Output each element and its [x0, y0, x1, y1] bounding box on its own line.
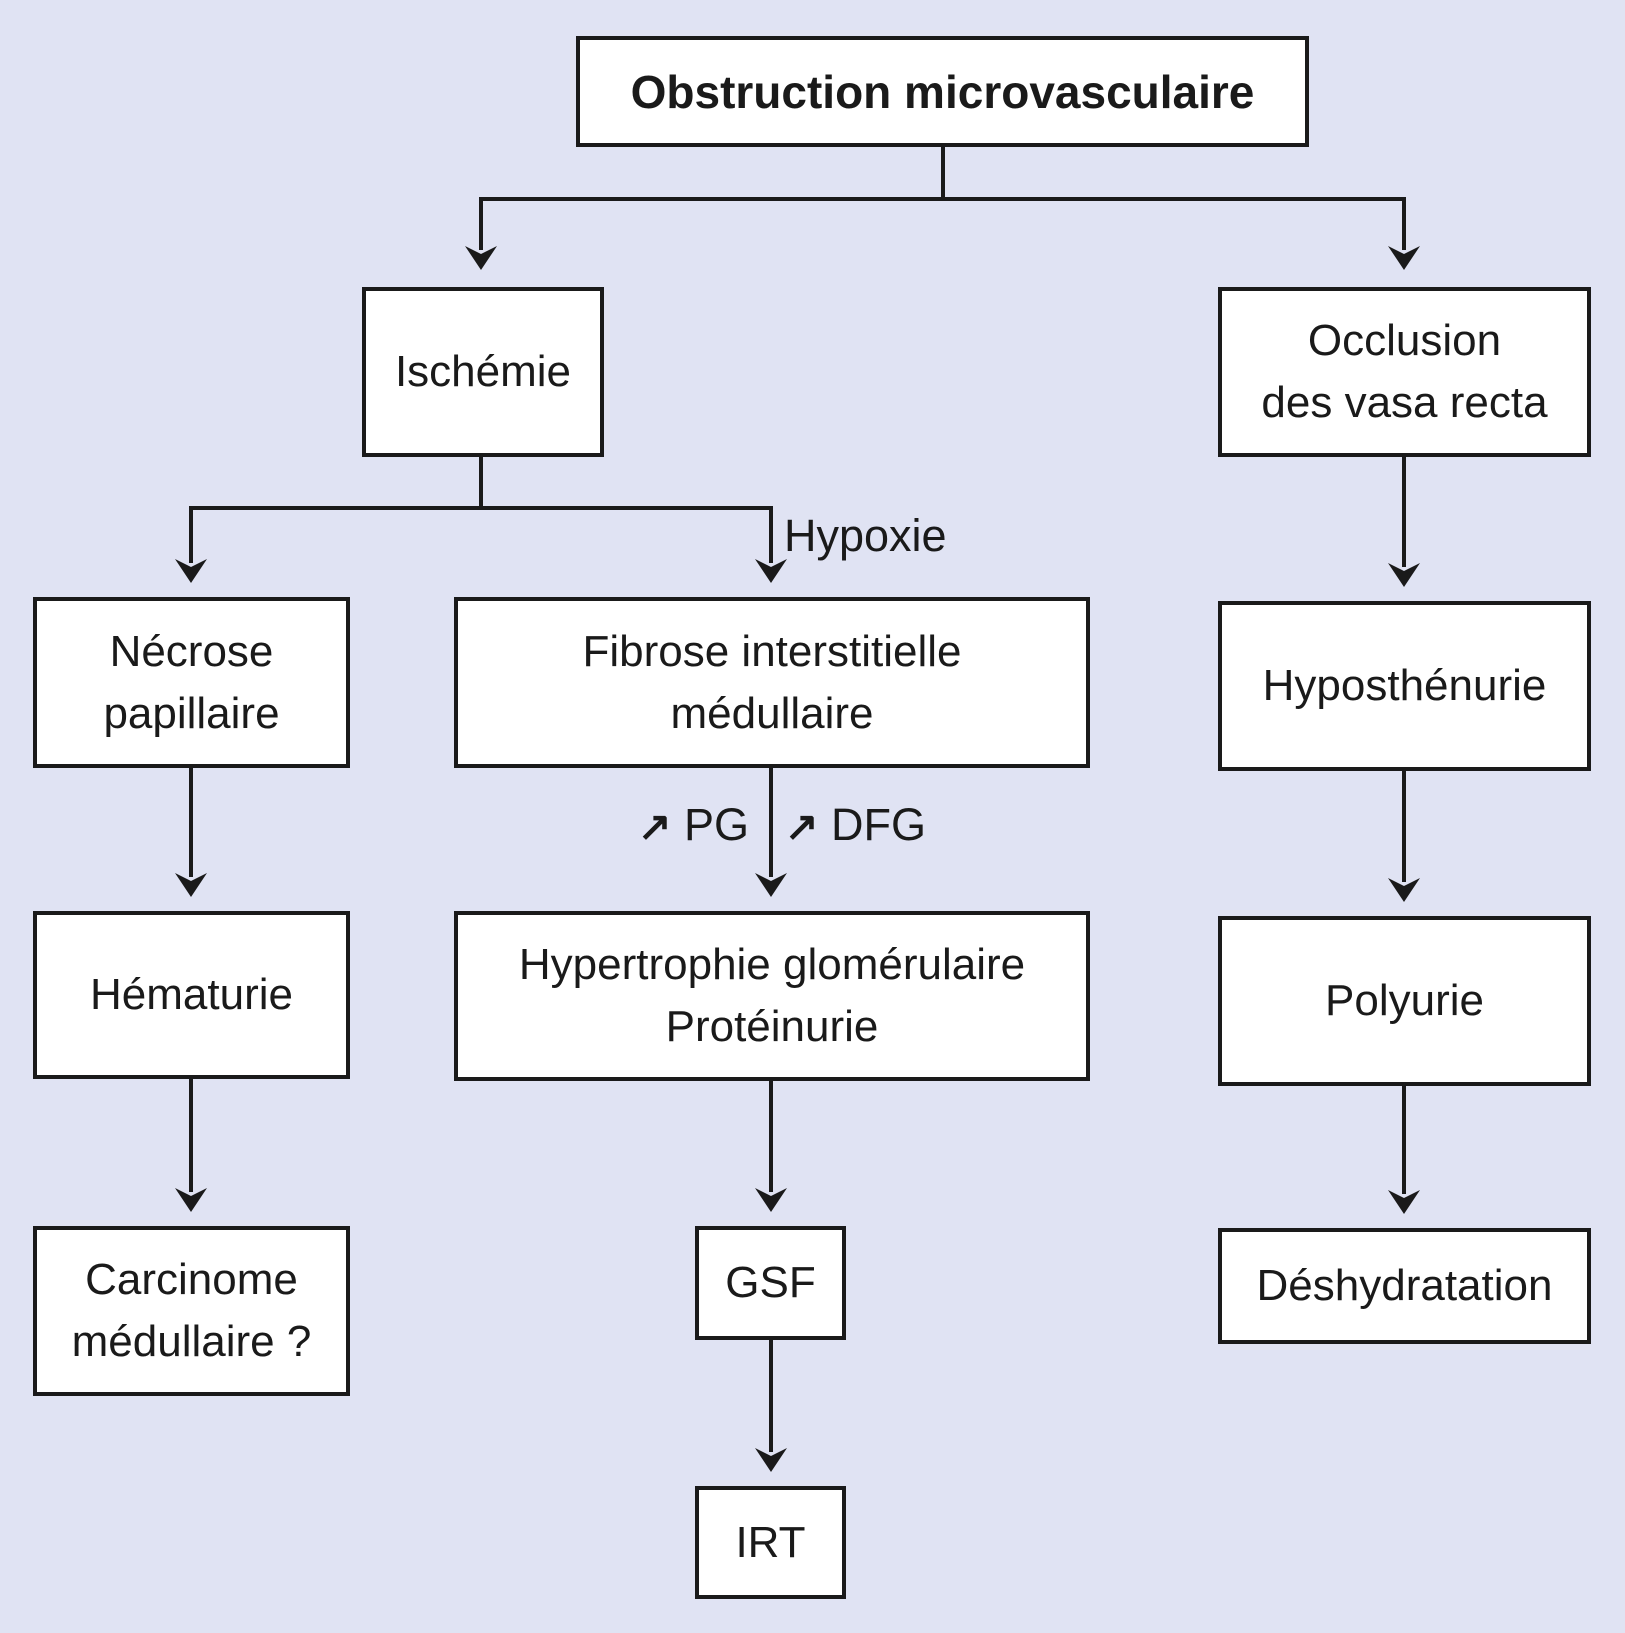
increase-arrow-icon: ↗	[785, 805, 819, 849]
arrowhead-icon	[1388, 878, 1420, 902]
node-label: Occlusion des vasa recta	[1261, 316, 1548, 427]
node-fibrose-interstitielle: Fibrose interstitielle médullaire	[454, 597, 1090, 768]
arrowhead-icon	[175, 1188, 207, 1212]
arrowhead-icon	[1388, 246, 1420, 270]
label-pg: ↗ PG	[638, 799, 750, 850]
node-hematurie: Hématurie	[33, 911, 350, 1079]
arrowhead-icon	[465, 246, 497, 270]
node-label: Polyurie	[1325, 976, 1484, 1025]
arrowhead-icon	[1388, 563, 1420, 587]
label-dfg: ↗ DFG	[785, 799, 927, 850]
node-label: Ischémie	[394, 347, 572, 396]
arrowhead-icon	[755, 559, 787, 583]
arrowhead-icon	[175, 873, 207, 897]
node-occlusion-vasa-recta: Occlusion des vasa recta	[1218, 287, 1591, 457]
connector-ischemie-split	[191, 456, 771, 510]
node-label: IRT	[735, 1517, 806, 1567]
connector-obstruction-split	[481, 146, 1404, 201]
node-label: Hématurie	[90, 970, 293, 1019]
node-label: Carcinome médullaire ?	[71, 1255, 312, 1366]
node-label: Obstruction microvasculaire	[630, 65, 1255, 118]
node-label: Hyposthénurie	[1262, 661, 1547, 710]
node-ischemie: Ischémie	[362, 287, 604, 457]
arrowhead-icon	[755, 1188, 787, 1212]
arrowhead-icon	[755, 1448, 787, 1472]
node-label: Hypertrophie glomérulaire Protéinurie	[518, 940, 1026, 1051]
node-label: Fibrose interstitielle médullaire	[582, 626, 962, 738]
node-gsf: GSF	[695, 1226, 846, 1340]
node-polyurie: Polyurie	[1218, 916, 1591, 1086]
node-obstruction-microvasculaire: Obstruction microvasculaire	[576, 36, 1309, 147]
node-label: Nécrose papillaire	[103, 626, 280, 738]
node-hypertrophie-glomerulaire: Hypertrophie glomérulaire Protéinurie	[454, 911, 1090, 1081]
node-irt: IRT	[695, 1486, 846, 1599]
arrowhead-icon	[175, 559, 207, 583]
node-hyposthenurie: Hyposthénurie	[1218, 601, 1591, 771]
node-label: GSF	[725, 1258, 816, 1307]
increase-arrow-icon: ↗	[638, 805, 672, 849]
label-hypoxie: Hypoxie	[784, 510, 947, 561]
node-deshydratation: Déshydratation	[1218, 1228, 1591, 1344]
node-necrose-papillaire: Nécrose papillaire	[33, 597, 350, 768]
node-label: Déshydratation	[1256, 1261, 1553, 1310]
node-carcinome-medullaire: Carcinome médullaire ?	[33, 1226, 350, 1396]
arrowhead-icon	[755, 873, 787, 897]
arrowhead-icon	[1388, 1190, 1420, 1214]
